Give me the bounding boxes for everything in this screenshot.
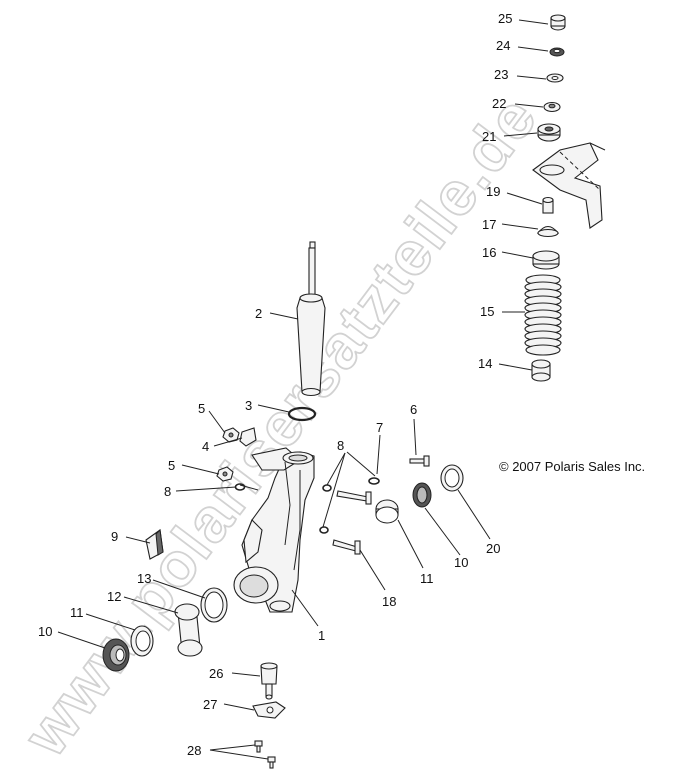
part-12-sleeve <box>174 603 203 657</box>
frame-mount-bracket <box>532 142 606 229</box>
callout-14: 14 <box>478 356 492 371</box>
part-10-bearing-right <box>412 482 432 508</box>
callout-24: 24 <box>496 38 510 53</box>
callout-25: 25 <box>498 11 512 26</box>
part-2-shock-absorber <box>296 241 326 397</box>
callout-21: 21 <box>482 129 496 144</box>
callout-28: 28 <box>187 743 201 758</box>
part-26-ball-joint <box>260 662 278 700</box>
callout-5-upper: 5 <box>198 401 205 416</box>
part-18-bolt <box>332 539 361 555</box>
callout-22: 22 <box>492 96 506 111</box>
part-6-bolt <box>409 455 430 467</box>
callout-15: 15 <box>480 304 494 319</box>
part-8-washers-right <box>319 484 332 534</box>
leader-lines <box>57 19 549 760</box>
part-7-washer <box>368 477 380 485</box>
part-5-nut-upper <box>222 427 240 443</box>
part-21-bushing <box>537 123 561 142</box>
part-17-cup <box>536 225 560 238</box>
callout-8-right: 8 <box>337 438 344 453</box>
callout-17: 17 <box>482 217 496 232</box>
part-19-bump-stop <box>542 196 554 214</box>
part-22-washer <box>543 101 561 113</box>
copyright-text: © 2007 Polaris Sales Inc. <box>499 459 645 474</box>
part-10-bearing-left <box>102 638 130 672</box>
callout-26: 26 <box>209 666 223 681</box>
callout-8-left: 8 <box>164 484 171 499</box>
callout-20: 20 <box>486 541 500 556</box>
part-9-wedge <box>145 528 164 560</box>
callout-5-lower: 5 <box>168 458 175 473</box>
part-27-plate <box>252 701 286 719</box>
part-25-nut <box>550 14 566 31</box>
callout-12: 12 <box>107 589 121 604</box>
part-4-bracket-clip <box>239 427 257 447</box>
part-3-o-ring <box>287 406 317 422</box>
part-15-coil-spring <box>524 274 562 356</box>
callout-19: 19 <box>486 184 500 199</box>
callout-11-right: 11 <box>420 571 434 586</box>
callout-9: 9 <box>111 529 118 544</box>
part-20-seal <box>440 464 464 492</box>
part-11-race-left <box>130 625 154 657</box>
part-5-nut-lower <box>216 466 234 482</box>
callout-3: 3 <box>245 398 252 413</box>
part-bolt-upper <box>336 490 372 505</box>
part-1-steering-knuckle <box>233 447 315 613</box>
part-24-washer <box>549 47 565 57</box>
callout-23: 23 <box>494 67 508 82</box>
callout-7: 7 <box>376 420 383 435</box>
callout-16: 16 <box>482 245 496 260</box>
callout-labels: 25 24 23 22 21 19 17 16 15 14 2 3 5 4 5 … <box>38 11 512 758</box>
callout-2: 2 <box>255 306 262 321</box>
callout-4: 4 <box>202 439 209 454</box>
callout-27: 27 <box>203 697 217 712</box>
part-13-seal-ring <box>200 587 228 623</box>
part-11-race-right <box>375 499 399 524</box>
callout-13: 13 <box>137 571 151 586</box>
callout-11-left: 11 <box>70 605 84 620</box>
watermark: www.polarisersatzteile.de <box>10 83 551 769</box>
callout-10-right: 10 <box>454 555 468 570</box>
part-23-washer <box>546 73 564 83</box>
callout-6: 6 <box>410 402 417 417</box>
part-14-spring-seat-lower <box>531 359 551 382</box>
callout-18: 18 <box>382 594 396 609</box>
callout-10-left: 10 <box>38 624 52 639</box>
part-28-screws <box>254 740 276 769</box>
part-16-spring-seat <box>532 250 560 270</box>
callout-1: 1 <box>318 628 325 643</box>
